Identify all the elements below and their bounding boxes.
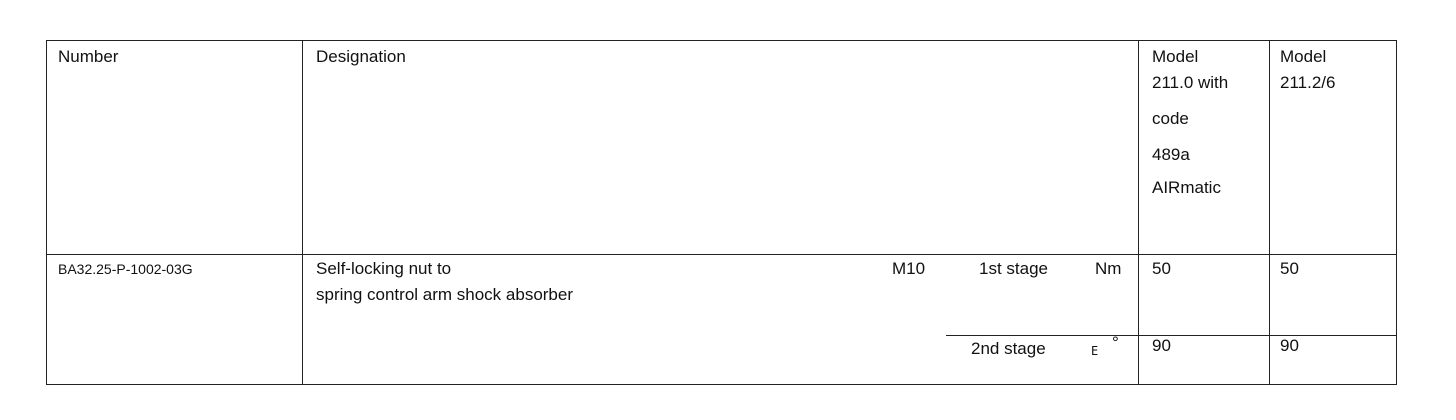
stage2-model2-value: 90 <box>1280 336 1299 355</box>
header-model1-line2: 211.0 with <box>1152 73 1229 92</box>
stage1-label: 1st stage <box>979 259 1048 278</box>
stage2-label: 2nd stage <box>971 339 1046 358</box>
col-divider <box>302 41 303 384</box>
stage1-unit: Nm <box>1095 259 1122 278</box>
row-number: BA32.25-P-1002-03G <box>58 261 193 277</box>
header-divider <box>47 254 1396 255</box>
stage2-model1-value: 90 <box>1152 336 1171 355</box>
header-model1-line4: 489a <box>1152 145 1190 164</box>
row-designation-line1: Self-locking nut to <box>316 259 452 278</box>
header-model1-line5: AIRmatic <box>1152 178 1221 197</box>
torque-table: Number Designation Model 211.0 with code… <box>46 40 1397 385</box>
stage2-unit: ° <box>1112 333 1119 352</box>
col-divider <box>1138 41 1139 384</box>
stage2-unit-symbol: E <box>1091 344 1099 358</box>
stage1-model1-value: 50 <box>1152 259 1171 278</box>
stage1-model2-value: 50 <box>1280 259 1299 278</box>
row-size: M10 <box>892 259 926 278</box>
row-designation-line2: spring control arm shock absorber <box>316 285 574 304</box>
stage-divider <box>946 335 1396 336</box>
header-model2-line2: 211.2/6 <box>1280 73 1336 92</box>
header-model2-line1: Model <box>1280 47 1327 66</box>
header-model1-line3: code <box>1152 109 1189 128</box>
header-designation: Designation <box>316 47 406 66</box>
col-divider <box>1269 41 1270 384</box>
header-number: Number <box>58 47 119 66</box>
header-model1-line1: Model <box>1152 47 1199 66</box>
